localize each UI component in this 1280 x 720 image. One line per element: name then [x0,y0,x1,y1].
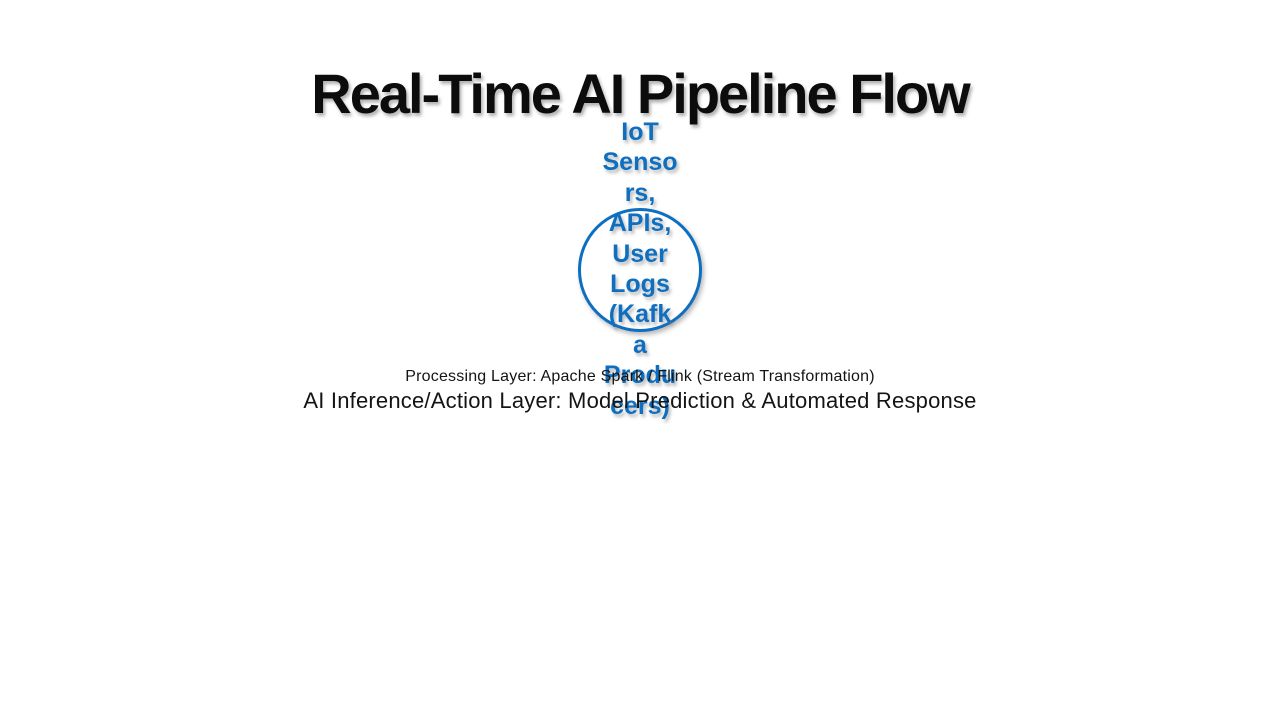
node-label-line: rs, [624,178,656,207]
node-label-line: Produ [603,361,677,390]
kafka-source-node-circle [578,208,702,332]
node-label-line: Logs [610,270,670,299]
node-label-line: cers) [610,391,670,420]
inference-layer-label: AI Inference/Action Layer: Model Predict… [303,388,977,413]
node-label-line: APIs, [608,209,672,238]
node-label-line: (Kafk [608,300,672,329]
slide-title: Real-Time AI Pipeline Flow [311,62,971,125]
node-label-line: a [633,330,647,359]
node-label-line: Senso [602,148,678,177]
processing-layer-label: Processing Layer: Apache Spark / Flink (… [405,368,875,385]
node-label-line: IoT [621,118,659,146]
node-label-line: User [612,239,668,268]
